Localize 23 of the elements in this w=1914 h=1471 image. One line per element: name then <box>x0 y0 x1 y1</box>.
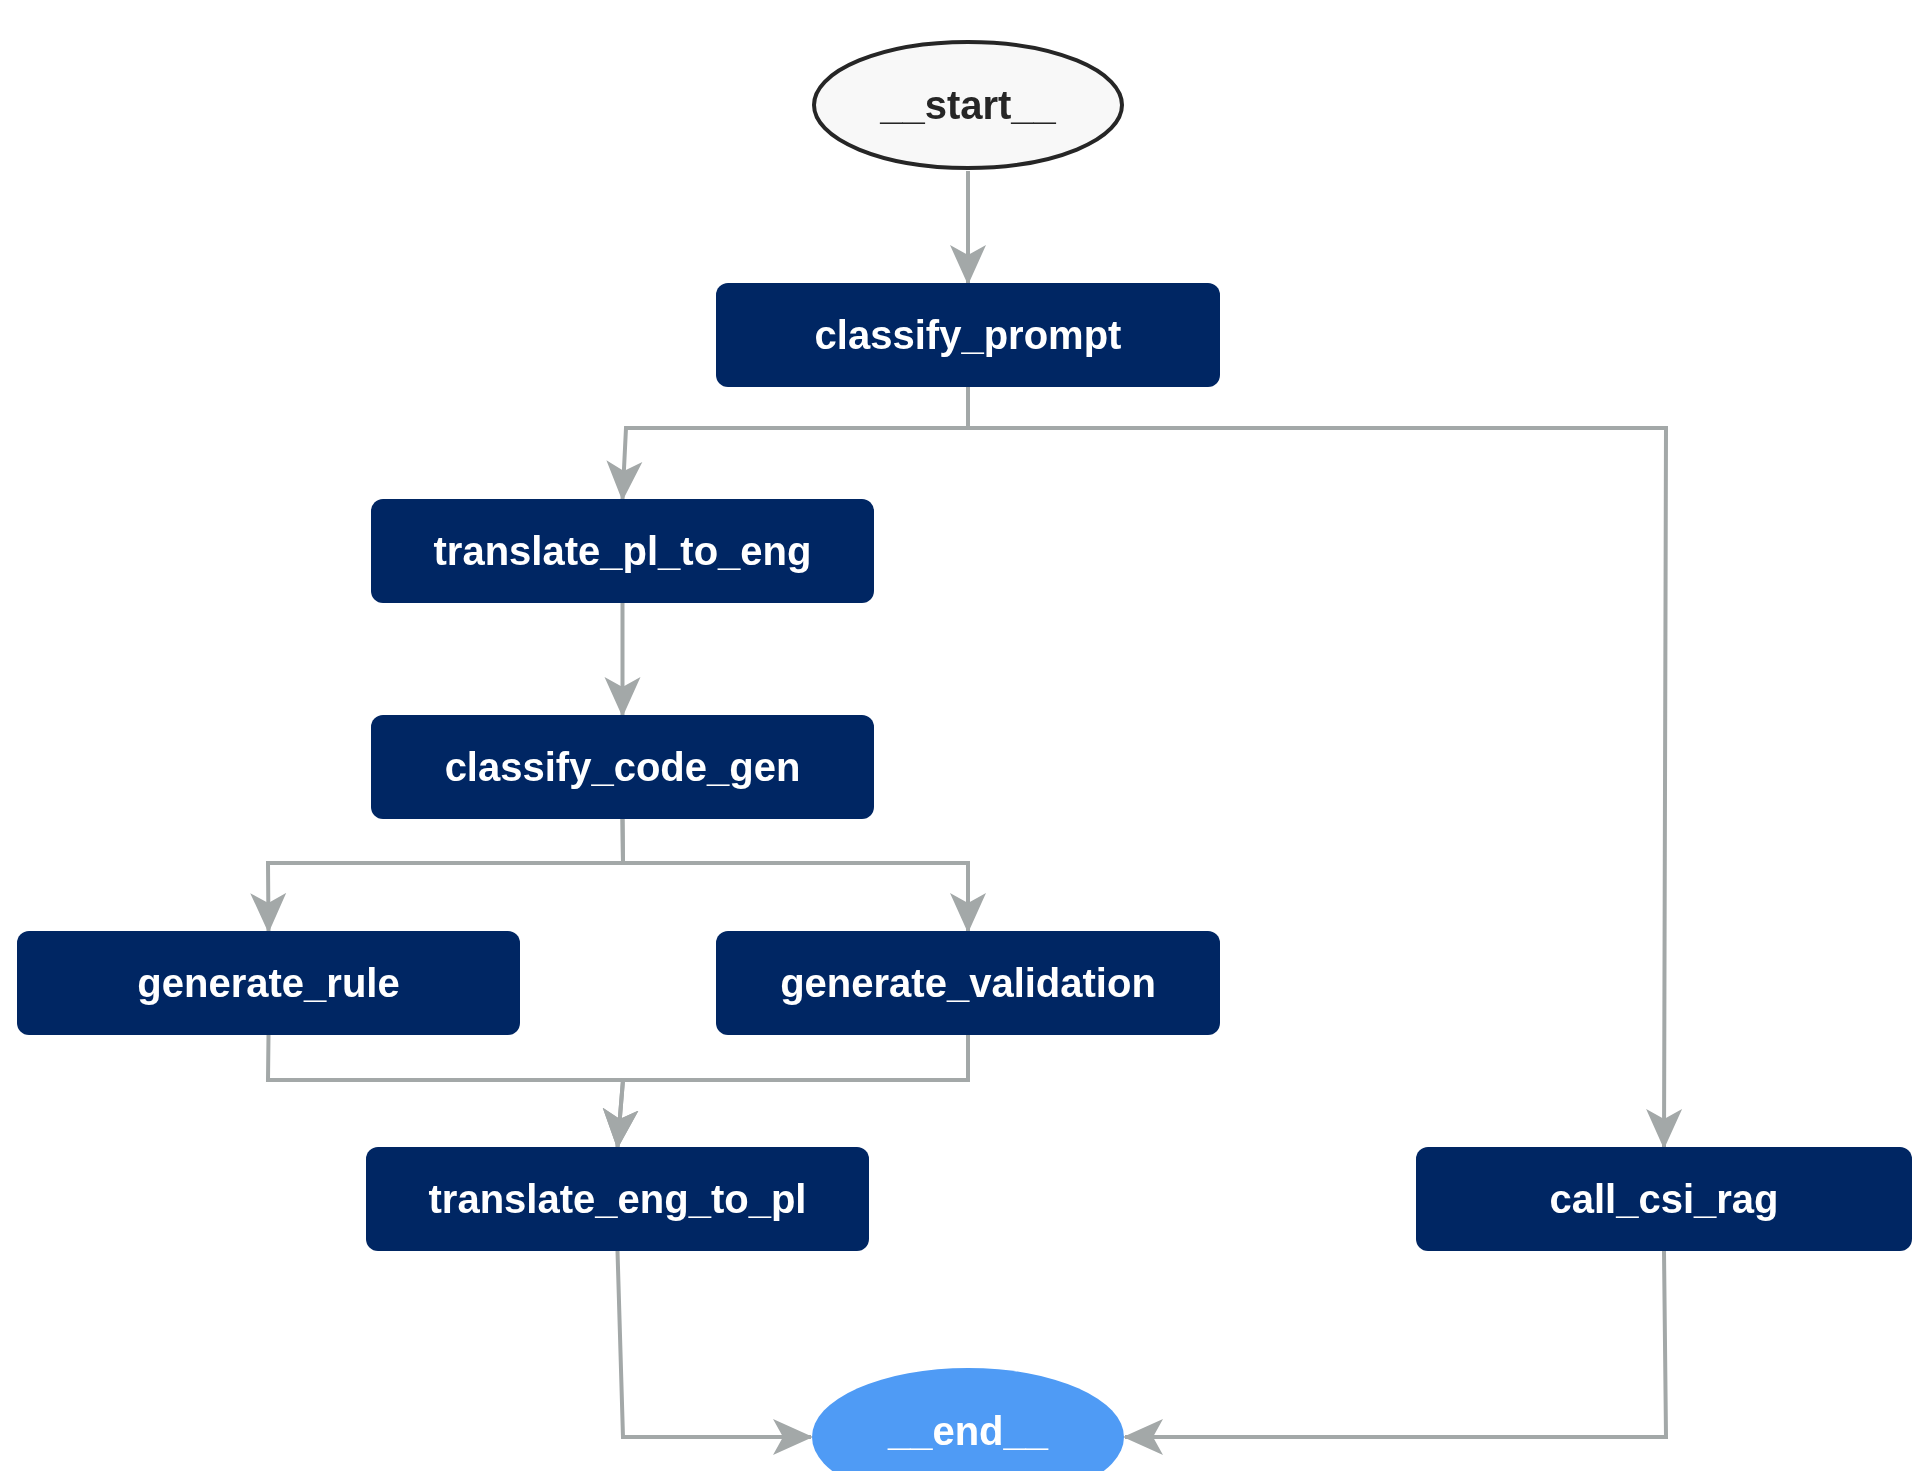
arrow <box>950 171 986 285</box>
node-label: __start__ <box>880 82 1056 128</box>
node-label: translate_pl_to_eng <box>433 528 812 574</box>
arrow <box>1123 1250 1669 1455</box>
node-label: __end__ <box>887 1408 1049 1454</box>
node-label: call_csi_rag <box>1549 1176 1779 1222</box>
node-label: classify_prompt <box>814 312 1122 358</box>
process-box <box>716 283 1220 387</box>
process-box <box>17 931 520 1035</box>
node-label: classify_code_gen <box>444 744 801 790</box>
process-box <box>366 1147 869 1251</box>
node-label: generate_validation <box>780 960 1156 1006</box>
arrow <box>615 1250 813 1455</box>
process-box <box>371 715 874 819</box>
process-box <box>371 499 874 603</box>
process-box <box>716 931 1220 1035</box>
node-label: generate_rule <box>137 960 400 1006</box>
arrow <box>602 1035 970 1149</box>
process-box <box>1416 1147 1912 1251</box>
start-ellipse <box>811 39 1125 171</box>
arrow <box>604 603 641 717</box>
node-label: translate_eng_to_pl <box>428 1176 807 1222</box>
arrow <box>620 818 986 933</box>
